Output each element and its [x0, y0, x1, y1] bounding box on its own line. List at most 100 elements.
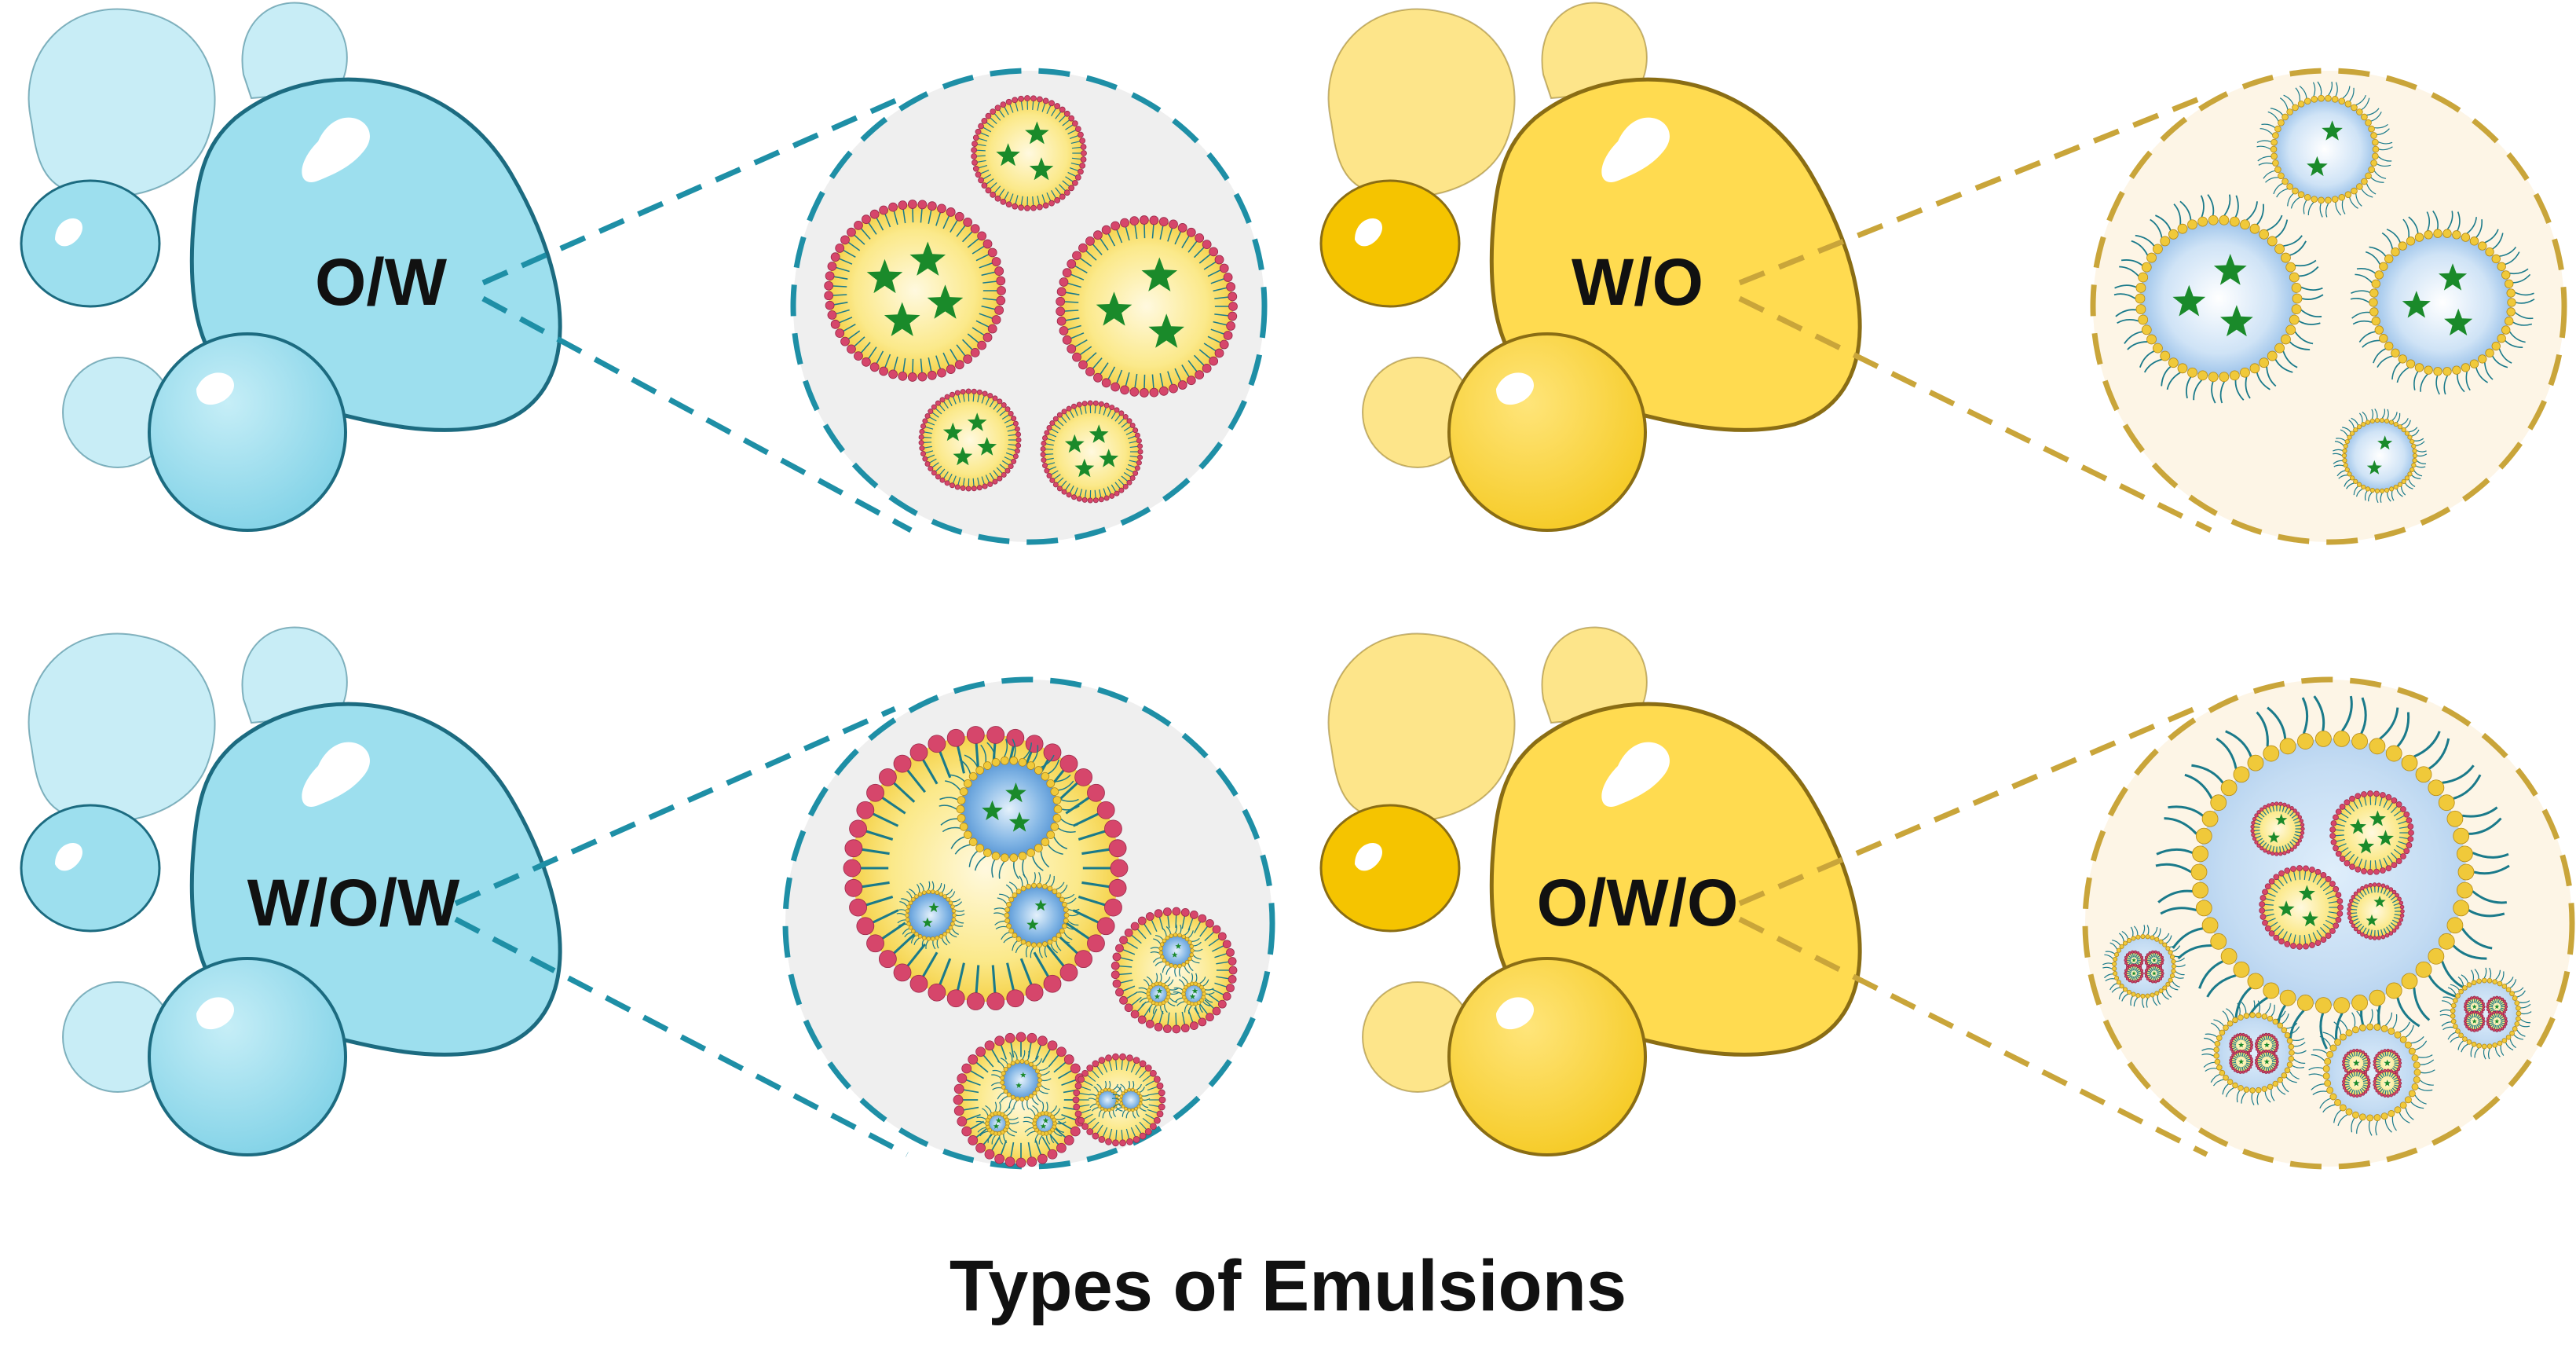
highlight-shape: [1355, 218, 1382, 247]
zoom-line: [1738, 295, 2212, 533]
zoom-line: [454, 916, 909, 1157]
micelle-core: [907, 892, 954, 939]
star-icon: [2366, 914, 2378, 926]
background-droplet: [1327, 8, 1516, 199]
star-icon: [1020, 1072, 1026, 1078]
star-icon: [2213, 254, 2247, 285]
highlight-shape: [1601, 742, 1670, 807]
star-icon: [2152, 958, 2157, 962]
background-droplet: [1541, 2, 1648, 100]
star-icon: [2472, 1018, 2477, 1024]
star-icon: [2369, 810, 2386, 826]
star-icon: [1141, 257, 1178, 291]
star-icon: [2298, 885, 2315, 901]
star-icon: [2322, 120, 2343, 141]
micelle-core: [1121, 1090, 1141, 1110]
star-icon: [1042, 1117, 1049, 1123]
bottom-droplet: [1447, 332, 1647, 532]
star-icon: [2384, 1059, 2391, 1066]
micelle-core: [1184, 984, 1204, 1004]
vesicle-core: [2333, 793, 2411, 872]
star-icon: [942, 422, 963, 442]
star-icon: [1175, 943, 1182, 949]
star-icon: [922, 917, 933, 928]
star-icon: [2366, 460, 2382, 475]
emulsion-type-label: O/W: [315, 245, 448, 319]
star-icon: [2152, 971, 2157, 976]
star-icon: [1074, 458, 1095, 478]
background-droplet: [27, 8, 216, 199]
star-icon: [1005, 782, 1026, 803]
zoom-circle: [2090, 68, 2567, 545]
star-icon: [2377, 830, 2394, 846]
star-icon: [967, 412, 987, 431]
vesicle-core: [1060, 220, 1233, 393]
bottom-droplet: [1447, 957, 1647, 1156]
star-icon: [1034, 899, 1047, 911]
side-droplet: [20, 804, 161, 933]
star-icon: [2238, 1058, 2245, 1065]
micelle-core: [2344, 420, 2415, 491]
star-icon: [2494, 1004, 2500, 1010]
star-icon: [1099, 449, 1119, 467]
vesicle-core: [974, 98, 1084, 208]
star-icon: [1148, 313, 1184, 348]
star-icon: [2263, 1042, 2270, 1048]
highlight-shape: [196, 997, 235, 1030]
highlight-shape: [302, 117, 370, 182]
star-icon: [2131, 971, 2136, 976]
zoom-content: [843, 726, 1238, 1168]
star-icon: [909, 241, 946, 276]
star-icon: [2220, 305, 2253, 337]
highlight-shape: [1496, 997, 1535, 1030]
highlight-shape: [1496, 372, 1535, 405]
figure-title: Types of Emulsions: [950, 1246, 1626, 1326]
micelle-core: [987, 1113, 1008, 1134]
star-icon: [1096, 291, 1132, 326]
highlight-shape: [302, 742, 370, 807]
star-icon: [2278, 900, 2295, 917]
panel-wow: W/O/W: [20, 626, 1275, 1170]
star-icon: [2402, 291, 2431, 318]
zoom-content: [824, 95, 1238, 504]
star-icon: [1156, 988, 1163, 994]
star-icon: [1026, 918, 1039, 930]
zoom-line: [481, 295, 913, 533]
zoom-circle: [790, 68, 1268, 545]
star-icon: [995, 1117, 1002, 1123]
emulsion-type-label: O/W/O: [1537, 866, 1739, 940]
star-icon: [1015, 1082, 1022, 1088]
vesicle-core: [921, 391, 1019, 489]
star-icon: [1154, 993, 1161, 999]
star-icon: [866, 258, 903, 294]
background-droplet: [1541, 626, 1648, 724]
star-icon: [2131, 958, 2136, 962]
zoom-line: [481, 96, 901, 286]
star-icon: [2267, 831, 2280, 843]
star-icon: [2377, 435, 2393, 450]
micelle-core: [2373, 233, 2512, 372]
zoom-content: [2113, 81, 2535, 504]
highlight-shape: [1601, 117, 1670, 182]
star-icon: [2352, 1059, 2360, 1066]
zoom-line: [1738, 916, 2208, 1157]
star-icon: [1040, 1123, 1047, 1129]
micelle-core: [1161, 935, 1192, 966]
micelle-core: [1148, 984, 1169, 1004]
highlight-shape: [196, 372, 235, 405]
background-droplet: [1327, 632, 1516, 823]
side-droplet: [20, 179, 161, 308]
star-icon: [953, 446, 973, 466]
vesicle-core: [2262, 868, 2340, 947]
star-icon: [1171, 951, 1178, 958]
highlight-shape: [1355, 843, 1382, 871]
star-icon: [2172, 284, 2206, 317]
star-icon: [2275, 813, 2288, 826]
panel-wo: W/O: [1319, 2, 2567, 545]
micelle-core: [2140, 220, 2297, 377]
star-icon: [996, 143, 1020, 167]
star-icon: [2373, 896, 2386, 907]
star-icon: [982, 800, 1003, 820]
micelle-core: [1034, 1113, 1055, 1134]
